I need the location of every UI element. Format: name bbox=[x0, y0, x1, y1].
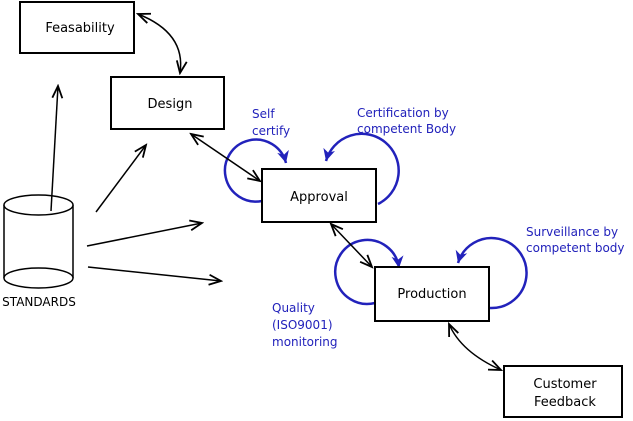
self-certify-line1: Self bbox=[252, 107, 275, 121]
self-certify-line2: certify bbox=[252, 124, 290, 138]
design-node: Design bbox=[110, 76, 225, 130]
production-label: Production bbox=[397, 287, 466, 302]
arrow-approval-production bbox=[331, 224, 372, 267]
certification-line2: competent Body bbox=[357, 122, 456, 136]
surveillance-loop bbox=[455, 236, 528, 310]
quality-annotation: Quality (ISO9001) monitoring bbox=[272, 301, 338, 349]
arrow-standards-to-feasability bbox=[50, 86, 58, 212]
arrow-standards-to-design bbox=[95, 145, 146, 213]
customer-feedback-box bbox=[503, 365, 623, 418]
approval-box bbox=[261, 168, 377, 223]
arrow-feasability-design bbox=[138, 14, 181, 73]
cylinder-top-ellipse bbox=[3, 194, 74, 216]
cylinder-bottom-ellipse bbox=[3, 267, 74, 289]
approval-label: Approval bbox=[290, 190, 348, 205]
quality-line1: Quality bbox=[272, 301, 315, 315]
design-box bbox=[110, 76, 225, 130]
approval-node: Approval bbox=[261, 168, 377, 223]
standards-datastore: STANDARDS bbox=[2, 194, 76, 309]
design-label: Design bbox=[148, 97, 193, 112]
standards-label: STANDARDS bbox=[2, 295, 76, 309]
certification-line1: Certification by bbox=[357, 106, 449, 120]
self-certify-annotation: Self certify bbox=[252, 107, 290, 138]
certification-annotation: Certification by competent Body bbox=[357, 106, 456, 136]
surveillance-line1: Surveillance by bbox=[526, 225, 618, 239]
feasability-node: Feasability bbox=[19, 1, 135, 54]
customer-feedback-node: Customer Feedback bbox=[503, 365, 623, 418]
production-box bbox=[374, 266, 490, 322]
certification-loop bbox=[323, 132, 400, 206]
feasability-label: Feasability bbox=[45, 21, 115, 36]
arrow-design-approval bbox=[191, 134, 260, 181]
customer-feedback-label-line1: Customer bbox=[533, 377, 597, 392]
arrow-production-customer-feedback bbox=[449, 324, 501, 370]
quality-line3: monitoring bbox=[272, 335, 338, 349]
surveillance-line2: competent body bbox=[526, 241, 625, 255]
feasability-box bbox=[19, 1, 135, 54]
arrow-standards-to-production bbox=[87, 266, 221, 281]
surveillance-annotation: Surveillance by competent body bbox=[526, 225, 625, 255]
arrow-standards-to-approval bbox=[86, 223, 202, 247]
customer-feedback-label-line2: Feedback bbox=[534, 395, 596, 410]
quality-line2: (ISO9001) bbox=[272, 318, 333, 332]
production-node: Production bbox=[374, 266, 490, 322]
